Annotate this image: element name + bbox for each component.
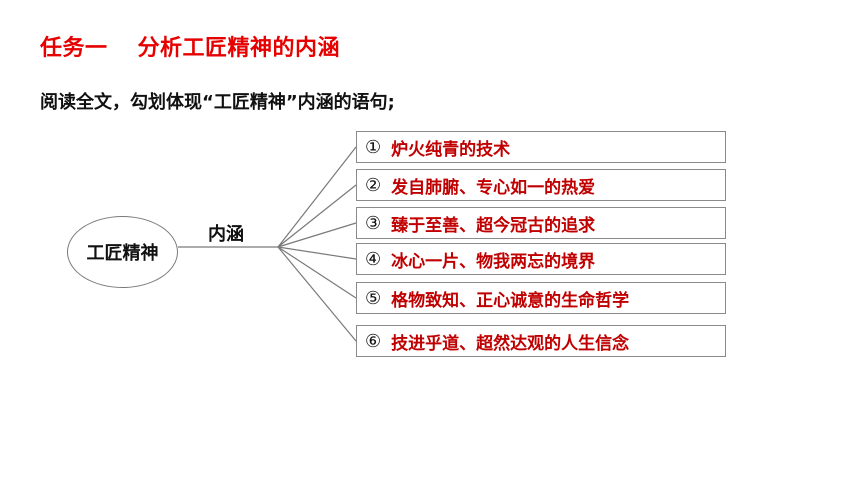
item-text: 臻于至善、超今冠古的追求 <box>391 215 596 236</box>
concept-ellipse: 工匠精神 <box>67 216 178 288</box>
item-text: 发自肺腑、专心如一的热爱 <box>391 177 596 198</box>
branch-line-3 <box>277 222 357 248</box>
item-text: 技进乎道、超然达观的人生信念 <box>391 333 630 354</box>
item-box-1: ① 炉火纯青的技术 <box>356 131 726 163</box>
branch-line-6 <box>277 246 357 342</box>
instruction-text: 阅读全文，勾划体现“工匠精神”内涵的语句; <box>40 92 395 113</box>
item-box-3: ③ 臻于至善、超今冠古的追求 <box>356 207 726 239</box>
page-title: 任务一 分析工匠精神的内涵 <box>40 30 340 62</box>
connector-label: 内涵 <box>208 224 244 245</box>
concept-label: 工匠精神 <box>86 243 159 264</box>
item-box-4: ④ 冰心一片、物我两忘的境界 <box>356 243 726 275</box>
branch-line-4 <box>277 246 357 260</box>
item-text: 冰心一片、物我两忘的境界 <box>391 251 596 272</box>
item-number: ⑥ <box>365 330 382 352</box>
item-box-6: ⑥ 技进乎道、超然达观的人生信念 <box>356 325 726 357</box>
task-topic: 分析工匠精神的内涵 <box>137 36 341 61</box>
item-number: ① <box>365 136 382 158</box>
item-box-5: ⑤ 格物致知、正心诚意的生命哲学 <box>356 282 726 314</box>
task-label: 任务一 <box>40 36 108 61</box>
item-box-2: ② 发自肺腑、专心如一的热爱 <box>356 169 726 201</box>
item-number: ④ <box>365 248 382 270</box>
branch-line-1 <box>277 146 357 248</box>
item-number: ② <box>365 174 382 196</box>
branch-line-5 <box>277 246 357 299</box>
item-text: 格物致知、正心诚意的生命哲学 <box>391 290 630 311</box>
item-text: 炉火纯青的技术 <box>391 139 511 160</box>
branch-line-2 <box>277 184 357 248</box>
item-number: ③ <box>365 212 382 234</box>
item-number: ⑤ <box>365 287 382 309</box>
